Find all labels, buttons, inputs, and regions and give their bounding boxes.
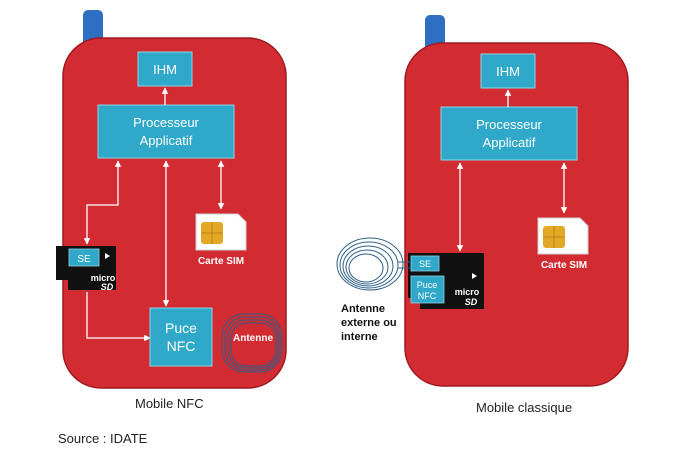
- antenna-coil: [221, 313, 283, 373]
- microsd-label-sd: SD: [465, 297, 478, 307]
- phone-body: [404, 42, 629, 387]
- processor-box: Processeur Applicatif: [440, 106, 578, 161]
- nfc-label-line2: NFC: [418, 291, 437, 301]
- nfc-label-line1: Puce: [165, 320, 197, 336]
- microsd-label-sd: SD: [101, 282, 114, 292]
- nfc-chip-box: Puce NFC: [149, 307, 213, 367]
- play-icon: [105, 253, 110, 259]
- se-label: SE: [419, 259, 431, 269]
- nfc-label-line2: NFC: [167, 338, 196, 354]
- ihm-box: IHM: [480, 53, 536, 89]
- microsd-card: SE micro SD: [56, 246, 116, 292]
- nfc-chip-box: [410, 275, 445, 304]
- antenna-label: Antenne: [233, 333, 273, 344]
- microsd-label-micro: micro: [91, 273, 116, 283]
- caption-mobile-nfc: Mobile NFC: [135, 396, 204, 411]
- source-note: Source : IDATE: [58, 431, 148, 446]
- processor-label-line2: Applicatif: [140, 133, 193, 148]
- se-box: [68, 248, 100, 267]
- sim-label: Carte SIM: [541, 260, 587, 271]
- antenna-caption-line2: externe ou: [341, 317, 397, 329]
- processor-label-line1: Processeur: [476, 117, 542, 132]
- se-label: SE: [77, 254, 91, 265]
- phone-mobile-nfc: IHM Processeur Applicatif Carte SIM SE: [56, 10, 287, 389]
- arrow-se-nfc: [86, 292, 151, 342]
- antenna-caption-line3: interne: [341, 331, 378, 343]
- play-icon: [472, 273, 477, 279]
- sim-card: Carte SIM: [195, 213, 247, 267]
- caption-mobile-classique: Mobile classique: [476, 400, 573, 415]
- ihm-label: IHM: [153, 62, 177, 77]
- antenna-coil: [336, 237, 411, 291]
- se-box: [410, 255, 440, 272]
- microsd-label-micro: micro: [455, 287, 480, 297]
- ihm-box: IHM: [137, 51, 193, 87]
- arrow-processor-se: [83, 160, 122, 245]
- processor-label-line2: Applicatif: [483, 135, 536, 150]
- antenna-caption-line1: Antenne: [341, 303, 385, 315]
- phone-mobile-classique: IHM Processeur Applicatif Carte SIM SE P…: [336, 15, 629, 387]
- processor-box: Processeur Applicatif: [97, 104, 235, 159]
- sim-card: Carte SIM: [537, 217, 589, 271]
- nfc-label-line1: Puce: [417, 280, 438, 290]
- microsd-card: SE Puce NFC micro SD: [408, 253, 484, 309]
- ihm-label: IHM: [496, 64, 520, 79]
- processor-label-line1: Processeur: [133, 115, 199, 130]
- sim-label: Carte SIM: [198, 256, 244, 267]
